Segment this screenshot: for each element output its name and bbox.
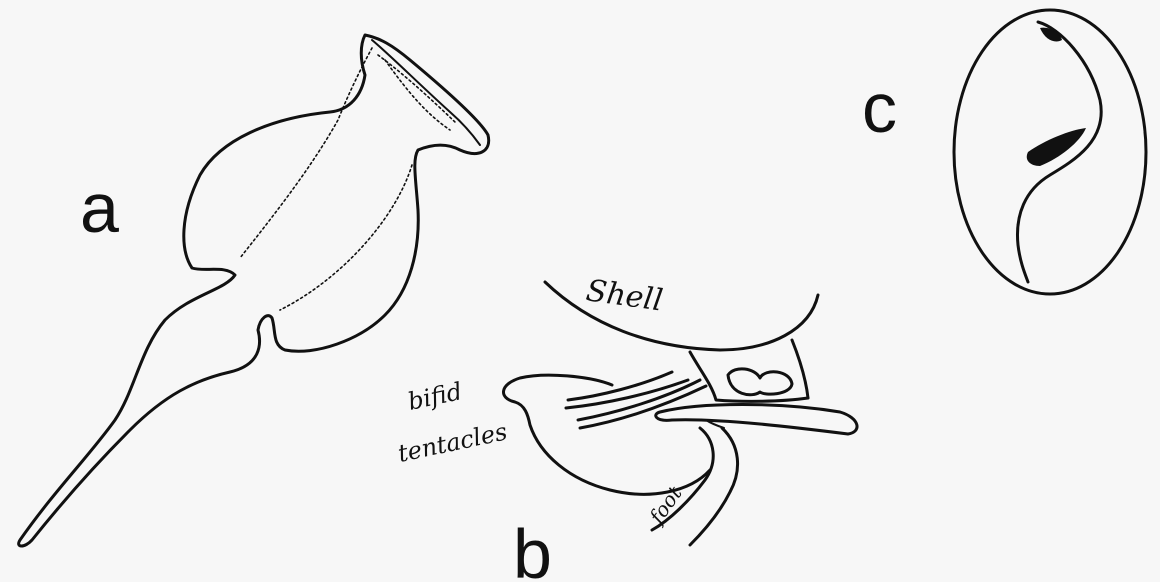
panel-a-body-outline	[19, 35, 489, 546]
panel-b-siphon	[656, 405, 857, 435]
panel-a-label: a	[80, 169, 119, 247]
panel-a-drawing	[19, 35, 489, 546]
panel-a-inner-right	[280, 60, 450, 310]
annotation-tentacles-line2: tentacles	[395, 417, 509, 467]
panel-c-drawing	[954, 10, 1146, 294]
panel-a-rim	[372, 40, 480, 145]
panel-b-label: b	[513, 515, 552, 582]
panel-c-label: c	[862, 69, 897, 147]
panel-b-eye	[728, 369, 792, 395]
panel-c-smudge-top	[1040, 28, 1062, 42]
annotation-shell: Shell	[584, 273, 665, 318]
panel-b-drawing	[504, 282, 858, 545]
panel-c-smudge-mid	[1027, 128, 1086, 166]
annotation-tentacles-line1: bifid	[405, 377, 464, 416]
panel-a-inner-left	[240, 48, 372, 258]
panel-b-shell-right	[792, 340, 808, 398]
